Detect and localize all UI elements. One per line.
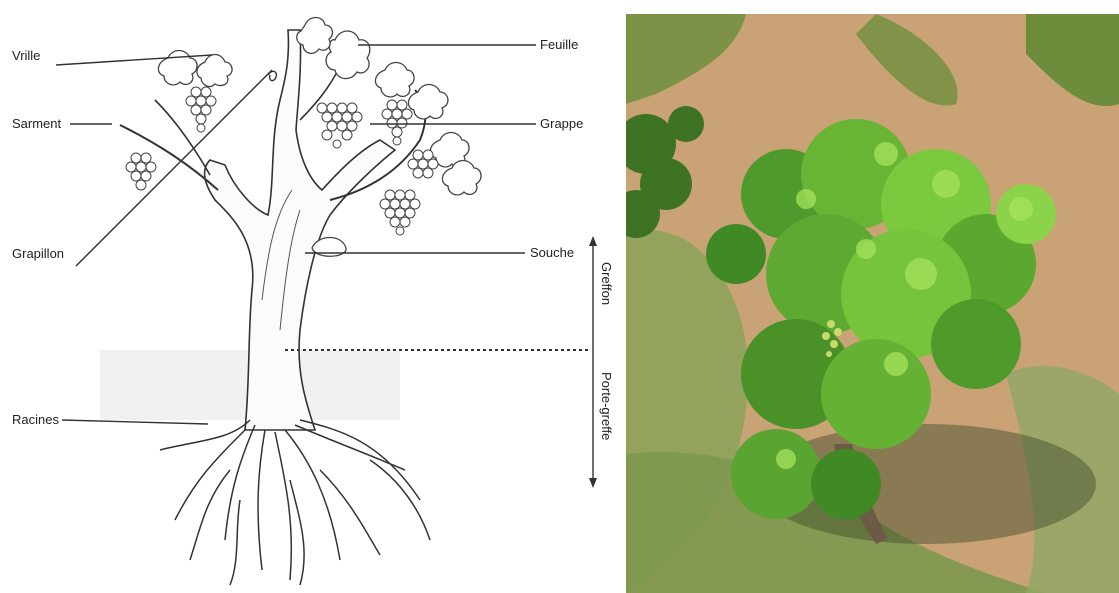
label-grapillon: Grapillon bbox=[12, 246, 64, 261]
grape-cluster bbox=[317, 103, 362, 148]
label-grappe: Grappe bbox=[540, 116, 583, 131]
label-racines: Racines bbox=[12, 412, 59, 427]
arrow-head-down-icon bbox=[589, 478, 597, 488]
grape-cluster bbox=[186, 87, 216, 132]
leader-line-grapillon bbox=[76, 70, 272, 266]
label-souche: Souche bbox=[530, 245, 574, 260]
label-vrille: Vrille bbox=[12, 48, 40, 63]
roots bbox=[160, 420, 430, 585]
label-greffon: Greffon bbox=[599, 262, 614, 305]
leaf bbox=[326, 31, 370, 79]
label-feuille: Feuille bbox=[540, 37, 578, 52]
arrow-head-up-icon bbox=[589, 236, 597, 246]
grape-cluster bbox=[380, 190, 420, 235]
leaf bbox=[375, 63, 414, 97]
grape-cluster bbox=[126, 153, 156, 190]
label-sarment: Sarment bbox=[12, 116, 62, 131]
leaf bbox=[297, 18, 333, 54]
leader-line-racines bbox=[62, 420, 208, 424]
grapevine-diagram: Vrille Sarment Grapillon Racines Feuille… bbox=[0, 0, 620, 593]
leaf bbox=[197, 55, 232, 87]
grapevine-photo bbox=[626, 14, 1119, 593]
grape-cluster bbox=[382, 100, 412, 145]
leaf bbox=[408, 85, 448, 119]
label-porte-greffe: Porte-greffe bbox=[599, 372, 614, 440]
